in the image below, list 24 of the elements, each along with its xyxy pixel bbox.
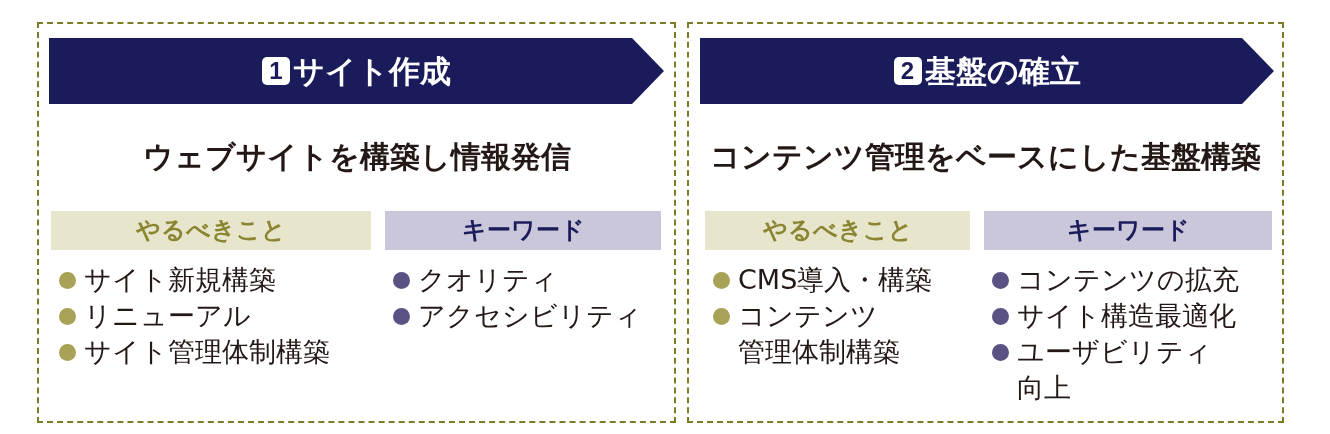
list-item: ユーザビリティ向上 xyxy=(1017,335,1213,405)
list-item: サイト構造最適化 xyxy=(1017,299,1237,333)
banner-title: 基盤の確立 xyxy=(924,53,1081,89)
panel-subtitle: コンテンツ管理をベースにした基盤構築 xyxy=(709,138,1262,176)
banner-title: サイト作成 xyxy=(293,53,451,89)
panel-frame xyxy=(687,22,1284,423)
number-badge: 1 xyxy=(262,57,290,85)
panel-subtitle: ウェブサイトを構築し情報発信 xyxy=(141,138,572,176)
section-header-bar: キーワード xyxy=(385,211,661,250)
list-item: リニューアル xyxy=(84,299,252,333)
list-item: CMS導入・構築 xyxy=(738,263,934,297)
section-header-bar: やるべきこと xyxy=(51,211,371,250)
list-item: サイト新規構築 xyxy=(84,263,277,297)
list-item: コンテンツ管理体制構築 xyxy=(738,299,901,369)
list-item: クオリティ xyxy=(418,263,559,297)
panel-frame xyxy=(37,22,676,423)
chevron-banner xyxy=(700,38,1274,104)
section-header-bar: やるべきこと xyxy=(705,211,970,250)
list-item: コンテンツの拡充 xyxy=(1017,263,1240,297)
section-header-bar: キーワード xyxy=(984,211,1272,250)
number-badge: 2 xyxy=(893,57,922,85)
list-item: サイト管理体制構築 xyxy=(84,335,331,369)
list-item: アクセシビリティ xyxy=(418,299,643,333)
chevron-banner xyxy=(49,38,664,104)
